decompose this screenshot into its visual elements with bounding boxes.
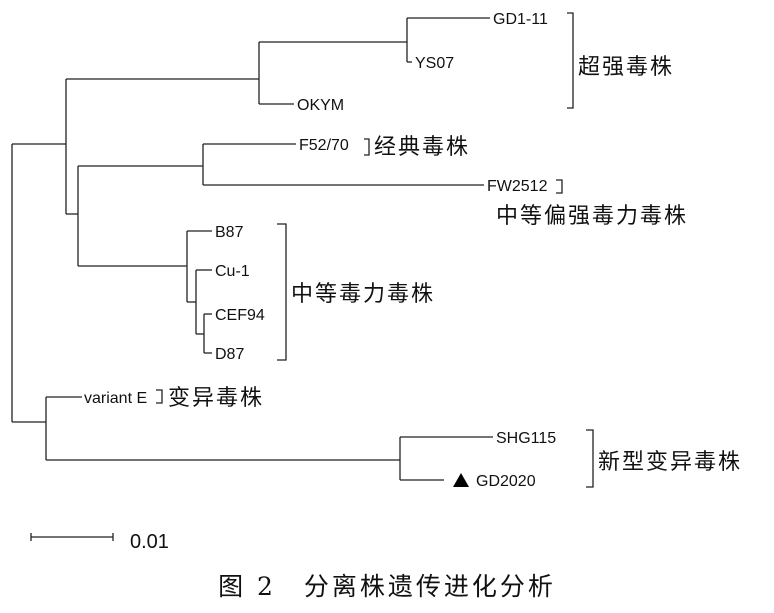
bracket-classical (364, 138, 370, 156)
group-label-classical: 经典毒株 (374, 135, 470, 160)
filled-triangle-icon (453, 473, 469, 487)
leaf-label-f52-70: F52/70 (299, 137, 349, 154)
group-label-novel-variant: 新型变异毒株 (598, 450, 742, 475)
scale-bar-label: 0.01 (130, 531, 169, 553)
group-label-intermediate: 中等毒力毒株 (291, 282, 435, 307)
phylogenetic-tree: GD1-11 YS07 OKYM F52/70 FW2512 B87 Cu-1 … (11, 11, 742, 553)
leaf-label-cef94: CEF94 (215, 307, 265, 324)
group-label-intermediate-plus: 中等偏强毒力毒株 (496, 204, 688, 229)
leaf-label-cu-1: Cu-1 (215, 263, 250, 280)
figure-caption: 图 2 分离株遗传进化分析 (218, 572, 556, 601)
bracket-intermediate (277, 223, 287, 361)
bracket-intermediate-plus (556, 179, 563, 194)
bracket-variant (156, 389, 163, 404)
leaf-label-shg115: SHG115 (496, 430, 556, 447)
leaf-label-gd1-11: GD1-11 (493, 11, 548, 28)
leaf-label-variant-e: variant E (84, 390, 147, 407)
leaf-label-gd2020: GD2020 (476, 473, 536, 490)
group-label-variant: 变异毒株 (168, 386, 264, 411)
leaf-label-fw2512: FW2512 (487, 178, 548, 195)
leaf-label-b87: B87 (215, 224, 244, 241)
group-label-very-virulent: 超强毒株 (578, 55, 674, 80)
leaf-label-ys07: YS07 (415, 55, 454, 72)
leaf-label-okym: OKYM (297, 97, 344, 114)
leaf-label-d87: D87 (215, 346, 244, 363)
bracket-very-virulent (567, 12, 574, 109)
bracket-novel-variant (586, 429, 594, 488)
